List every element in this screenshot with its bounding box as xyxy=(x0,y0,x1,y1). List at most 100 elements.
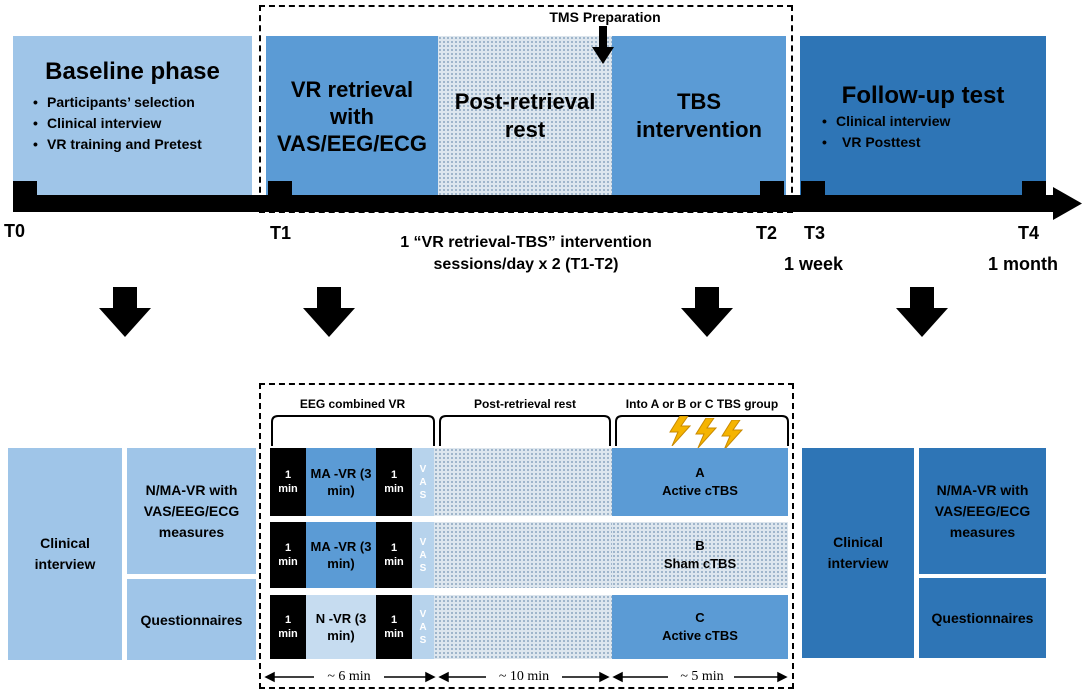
baseline-phase-box: Baseline phase Participants’ selection C… xyxy=(13,36,252,196)
min-label: 1 min xyxy=(278,469,298,495)
vr-block: MA -VR (3 min) xyxy=(306,448,376,516)
vr-retrieval-box: VR retrieval with VAS/EEG/ECG xyxy=(266,36,438,196)
vas-block: VAS xyxy=(412,595,434,659)
min-block: 1 min xyxy=(376,522,412,588)
left-clinical-interview-box: Clinical interview xyxy=(8,448,122,660)
down-arrow-icon xyxy=(681,287,733,337)
tms-down-arrow-icon xyxy=(592,26,614,64)
right-questionnaires-label: Questionnaires xyxy=(931,610,1034,626)
vr-block: MA -VR (3 min) xyxy=(306,522,376,588)
right-questionnaires-box: Questionnaires xyxy=(919,578,1046,658)
duration-tbs: ~ 5 min xyxy=(680,669,724,684)
baseline-phase-title: Baseline phase xyxy=(45,58,220,85)
timeline-tick-t4 xyxy=(1022,181,1046,201)
vas-label: VAS xyxy=(419,536,427,574)
right-measures-label: N/MA-VR with VAS/EEG/ECG measures xyxy=(934,481,1031,540)
lightning-icon xyxy=(721,420,744,450)
lightning-icon xyxy=(669,416,692,446)
vas-label: VAS xyxy=(419,608,427,646)
rest-block xyxy=(434,595,612,659)
timepoint-t3-sub: 1 week xyxy=(784,254,844,274)
duration-rest: ~ 10 min xyxy=(498,669,550,684)
vas-label: VAS xyxy=(419,463,427,501)
left-questionnaires-label: Questionnaires xyxy=(140,611,243,628)
list-item: Participants’ selection xyxy=(33,92,202,113)
vr-retrieval-line: with xyxy=(330,103,374,129)
header-eeg: EEG combined VR xyxy=(299,397,406,411)
intervention-dashed-frame xyxy=(259,5,793,213)
timeline-arrow xyxy=(13,187,1082,220)
timepoint-t2: T2 xyxy=(756,223,778,243)
tbs-line: intervention xyxy=(636,117,762,142)
list-item: VR Posttest xyxy=(822,132,950,153)
min-label: 1 min xyxy=(384,542,404,568)
duration-eeg: ~ 6 min xyxy=(327,669,371,684)
min-block: 1 min xyxy=(376,448,412,516)
vr-retrieval-line: VR retrieval xyxy=(290,76,414,102)
tbs-label: Active cTBS xyxy=(662,628,738,643)
post-rest-line: Post-retrieval xyxy=(454,89,596,114)
tbs-intervention-box: TBS intervention xyxy=(612,36,786,196)
list-item: VR training and Pretest xyxy=(33,134,202,155)
tbs-block: B Sham cTBS xyxy=(612,522,788,588)
min-label: 1 min xyxy=(384,614,404,640)
min-block: 1 min xyxy=(270,522,306,588)
vr-label: N -VR (3 min) xyxy=(315,611,367,643)
timepoint-t0: T0 xyxy=(4,221,26,241)
min-block: 1 min xyxy=(270,448,306,516)
timepoint-t4: T4 xyxy=(1018,223,1040,243)
min-label: 1 min xyxy=(384,469,404,495)
tms-preparation-label: TMS Preparation xyxy=(549,9,661,25)
left-measures-label: N/MA-VR with VAS/EEG/ECG measures xyxy=(143,481,240,540)
right-measures-box: N/MA-VR with VAS/EEG/ECG measures xyxy=(919,448,1046,574)
session-dashed-frame xyxy=(259,383,794,689)
down-arrow-icon xyxy=(896,287,948,337)
min-label: 1 min xyxy=(278,542,298,568)
timepoint-t3: T3 xyxy=(804,223,826,243)
post-rest-line: rest xyxy=(504,117,546,142)
sessions-note-line: sessions/day x 2 (T1-T2) xyxy=(433,256,619,273)
vas-block: VAS xyxy=(412,522,434,588)
timepoint-t4-sub: 1 month xyxy=(988,254,1058,274)
list-item: Clinical interview xyxy=(33,113,202,134)
group-label: C xyxy=(695,610,705,625)
vr-block: N -VR (3 min) xyxy=(306,595,376,659)
timeline-tick-t3 xyxy=(801,181,825,201)
rest-block xyxy=(434,522,612,588)
vas-block: VAS xyxy=(412,448,434,516)
down-arrow-icon xyxy=(99,287,151,337)
header-group: Into A or B or C TBS group xyxy=(625,397,779,411)
group-label: B xyxy=(695,538,705,553)
tbs-line: TBS xyxy=(677,89,721,114)
list-item: Clinical interview xyxy=(822,111,950,132)
vr-retrieval-line: VAS/EEG/ECG xyxy=(277,130,427,156)
group-label: A xyxy=(695,465,705,480)
timeline-tick-t0 xyxy=(13,181,37,201)
rest-block xyxy=(434,448,612,516)
tbs-label: Active cTBS xyxy=(662,483,738,498)
brackets xyxy=(271,415,789,446)
timepoint-t1: T1 xyxy=(270,223,292,243)
right-clinical-interview-box: Clinical interview xyxy=(802,448,914,658)
follow-up-title: Follow-up test xyxy=(841,82,1005,109)
left-clinical-label: Clinical interview xyxy=(34,535,96,572)
sessions-note: 1 “VR retrieval-TBS” intervention sessio… xyxy=(350,232,702,276)
vr-label: MA -VR (3 min) xyxy=(310,466,372,498)
lightning-icon xyxy=(695,418,718,448)
follow-up-list: Clinical interview VR Posttest xyxy=(822,111,950,153)
tbs-block: C Active cTBS xyxy=(612,595,788,659)
post-retrieval-rest-box: Post-retrieval rest xyxy=(438,36,612,196)
left-questionnaires-box: Questionnaires xyxy=(127,579,256,660)
timeline-tick-t1 xyxy=(268,181,292,201)
tbs-label: Sham cTBS xyxy=(663,556,737,571)
header-rest: Post-retrieval rest xyxy=(473,397,577,411)
min-label: 1 min xyxy=(278,614,298,640)
sessions-note-line: 1 “VR retrieval-TBS” intervention xyxy=(400,234,652,251)
vr-label: MA -VR (3 min) xyxy=(310,539,372,571)
tbs-block: A Active cTBS xyxy=(612,448,788,516)
min-block: 1 min xyxy=(270,595,306,659)
down-arrow-icon xyxy=(303,287,355,337)
follow-up-box: Follow-up test Clinical interview VR Pos… xyxy=(800,36,1046,196)
timeline-tick-t2 xyxy=(760,181,784,201)
min-block: 1 min xyxy=(376,595,412,659)
